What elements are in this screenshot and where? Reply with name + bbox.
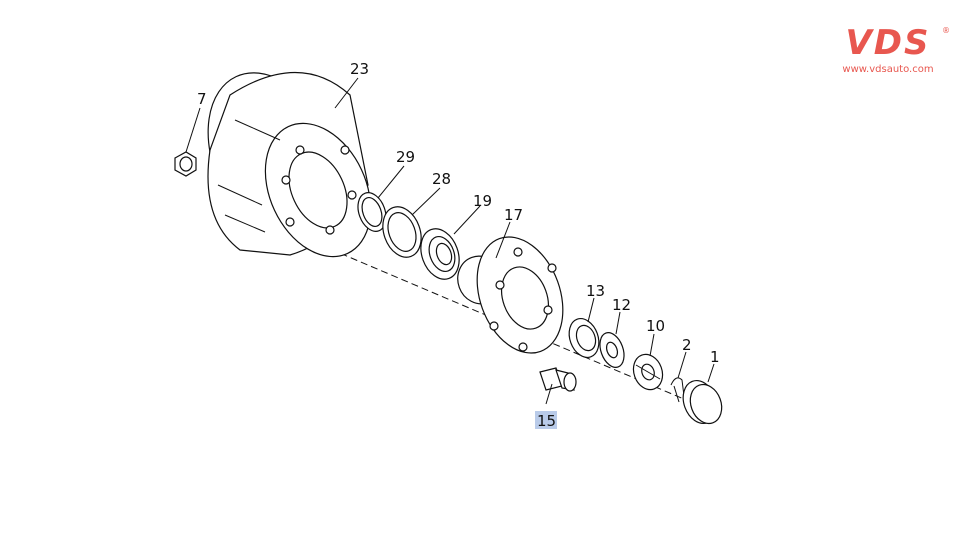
bearing-13 — [568, 318, 600, 358]
callout-2: 2 — [682, 336, 692, 354]
ring-28 — [382, 206, 422, 258]
callout-7: 7 — [197, 90, 207, 108]
callout-1: 1 — [710, 348, 720, 366]
leader-lines — [185, 77, 715, 405]
wheel-stud — [539, 367, 577, 392]
seal-29 — [357, 192, 387, 232]
washer-12 — [599, 332, 625, 368]
callout-28: 28 — [432, 170, 451, 188]
wheel-nut — [174, 151, 197, 177]
callout-23: 23 — [350, 60, 369, 78]
brake-drum — [207, 71, 372, 258]
callout-12: 12 — [612, 296, 631, 314]
callout-15-highlight — [535, 411, 557, 429]
callout-13: 13 — [586, 282, 605, 300]
callout-29: 29 — [396, 148, 415, 166]
cotter-pin — [670, 377, 685, 403]
logo-url: www.vdsauto.com — [842, 64, 934, 75]
registered-mark: ® — [942, 26, 950, 35]
castle-nut — [632, 353, 664, 391]
callout-15: 15 — [537, 412, 556, 430]
callout-17: 17 — [504, 206, 523, 224]
dust-cap — [682, 380, 723, 425]
callout-19: 19 — [473, 192, 492, 210]
bearing-19 — [420, 228, 460, 280]
callout-10: 10 — [646, 317, 665, 335]
wheel-hub — [457, 236, 564, 354]
logo-text: VDS — [845, 23, 931, 63]
vds-logo: VDS ® www.vdsauto.com — [832, 23, 950, 75]
